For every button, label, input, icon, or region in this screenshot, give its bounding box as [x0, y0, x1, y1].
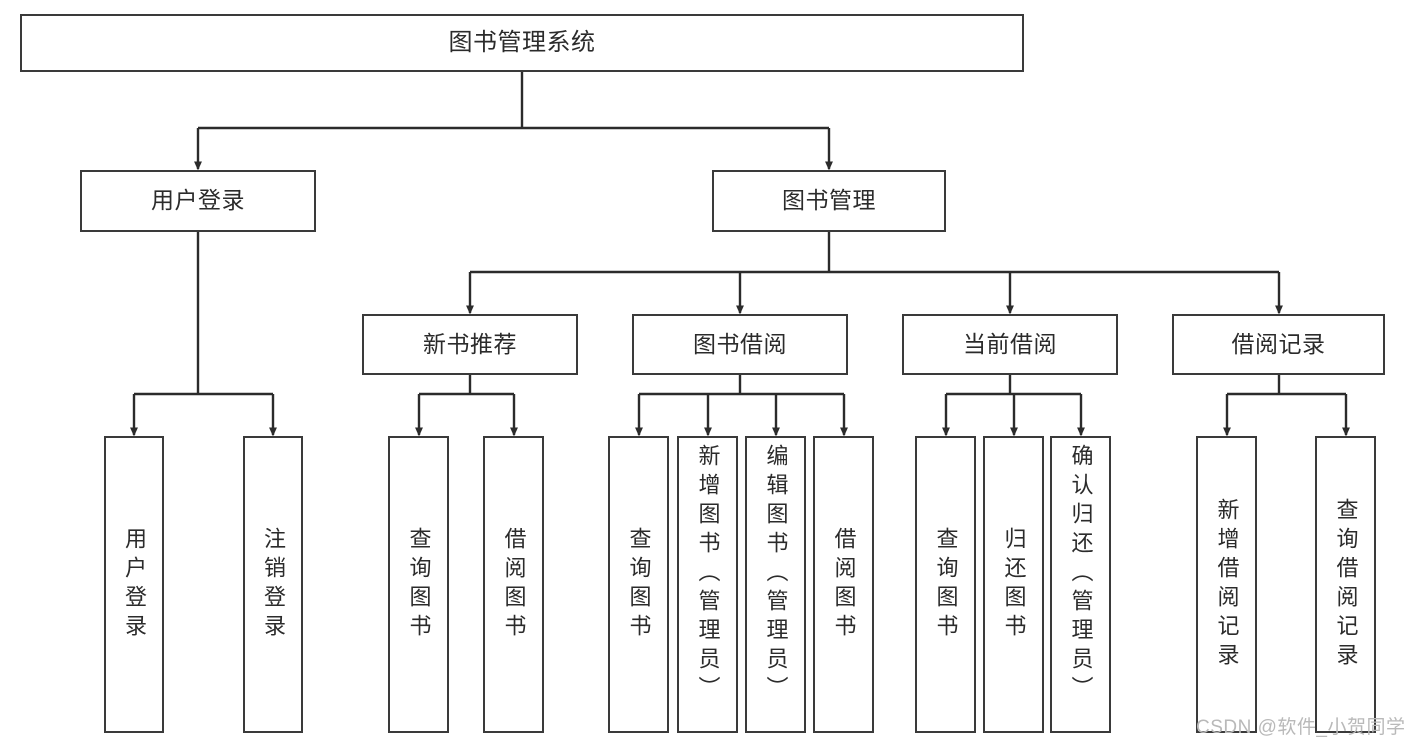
- node-label: 用户登录: [122, 526, 147, 643]
- node-label: 新增图书（管理员）: [695, 444, 721, 705]
- node-label: 图书管理: [782, 187, 876, 214]
- csdn-watermark: CSDN @软件_小贺同学: [1196, 717, 1405, 738]
- node-label: 查询借阅记录: [1333, 497, 1359, 672]
- node-borrow[interactable]: 图书借阅: [632, 314, 848, 375]
- node-label: 当前借阅: [963, 330, 1057, 357]
- node-root[interactable]: 图书管理系统: [20, 14, 1024, 72]
- node-label: 图书管理系统: [448, 28, 596, 56]
- node-leaf-borrow-add[interactable]: 新增图书（管理员）: [677, 436, 738, 733]
- node-leaf-current-query[interactable]: 查询图书: [915, 436, 976, 733]
- node-leaf-new-query[interactable]: 查询图书: [388, 436, 449, 733]
- node-leaf-record-add[interactable]: 新增借阅记录: [1196, 436, 1257, 733]
- node-leaf-user-logout[interactable]: 注销登录: [243, 436, 303, 733]
- node-label: 查询图书: [933, 526, 959, 643]
- node-leaf-current-confirm[interactable]: 确认归还（管理员）: [1050, 436, 1111, 733]
- node-label: 新书推荐: [423, 330, 517, 357]
- node-label: 图书借阅: [693, 330, 787, 357]
- node-label: 编辑图书（管理员）: [763, 444, 789, 705]
- node-leaf-current-return[interactable]: 归还图书: [983, 436, 1044, 733]
- node-login[interactable]: 用户登录: [80, 170, 316, 232]
- node-leaf-borrow-query[interactable]: 查询图书: [608, 436, 669, 733]
- node-label: 新增借阅记录: [1214, 497, 1240, 672]
- node-newbook[interactable]: 新书推荐: [362, 314, 578, 375]
- node-label: 借阅记录: [1231, 330, 1326, 357]
- node-label: 借阅图书: [831, 526, 857, 643]
- node-records[interactable]: 借阅记录: [1172, 314, 1385, 375]
- node-leaf-borrow-edit[interactable]: 编辑图书（管理员）: [745, 436, 806, 733]
- node-current[interactable]: 当前借阅: [902, 314, 1118, 375]
- node-label: 查询图书: [406, 526, 432, 643]
- node-label: 用户登录: [151, 187, 245, 214]
- node-leaf-new-borrow[interactable]: 借阅图书: [483, 436, 544, 733]
- node-leaf-borrow-lend[interactable]: 借阅图书: [813, 436, 874, 733]
- node-label: 确认归还（管理员）: [1068, 444, 1094, 705]
- node-label: 查询图书: [626, 526, 652, 643]
- node-label: 归还图书: [1001, 526, 1027, 643]
- node-label: 注销登录: [261, 526, 286, 643]
- node-bookmgmt[interactable]: 图书管理: [712, 170, 946, 232]
- node-label: 借阅图书: [501, 526, 527, 643]
- node-leaf-user-login[interactable]: 用户登录: [104, 436, 164, 733]
- node-leaf-record-query[interactable]: 查询借阅记录: [1315, 436, 1376, 733]
